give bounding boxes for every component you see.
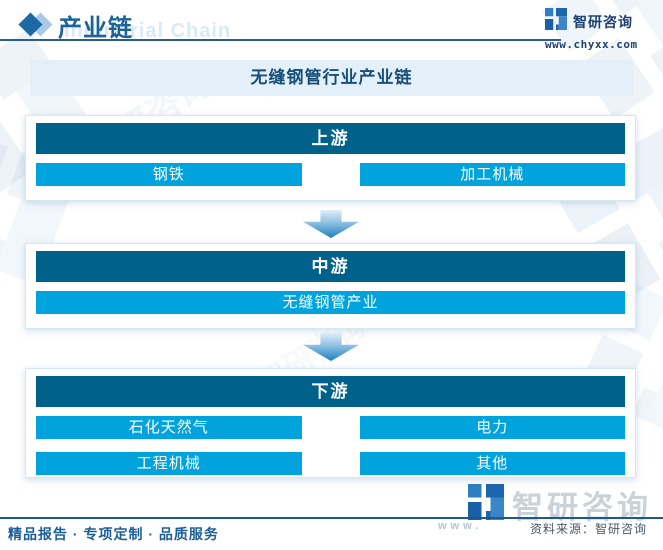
- down-arrow-icon: [303, 210, 359, 238]
- section-upstream: 上游 钢铁 加工机械: [25, 115, 636, 201]
- header-watermark-text: Industrial Chain: [64, 20, 232, 42]
- node-steel: 钢铁: [36, 163, 302, 186]
- section-midstream-header: 中游: [36, 251, 625, 282]
- node-others: 其他: [359, 452, 625, 475]
- page-title: 产业链: [58, 15, 133, 42]
- node-electric-power: 电力: [359, 416, 625, 439]
- brand-name: 智研咨询: [573, 13, 633, 30]
- brand-website: www.chyxx.com: [545, 38, 638, 51]
- section-downstream: 下游 石化天然气 电力 工程机械 其他: [25, 368, 636, 478]
- section-midstream: 中游 无缝钢管产业: [25, 243, 636, 329]
- down-arrow-icon: [303, 333, 359, 361]
- section-upstream-header: 上游: [36, 123, 625, 154]
- header-divider: [0, 39, 561, 41]
- footer-site-watermark: www.: [438, 520, 483, 532]
- page-header: Industrial Chain 产业链 智研咨询 www.chyxx.com: [0, 0, 663, 51]
- bottom-brand-watermark-text: 智研咨询: [512, 490, 652, 525]
- source-note: 资料来源：智研咨询: [529, 522, 647, 536]
- brand-logo-icon: [545, 8, 567, 35]
- section-downstream-header: 下游: [36, 376, 625, 407]
- bottom-brand-watermark: 智研咨询: [468, 482, 652, 527]
- brand-block: 智研咨询 www.chyxx.com: [545, 8, 655, 51]
- diamond-icon: [18, 12, 54, 38]
- node-processing-machinery: 加工机械: [359, 163, 625, 186]
- footer-slogan: 精品报告 · 专项定制 · 品质服务: [8, 526, 219, 542]
- node-seamless-steel-pipe-industry: 无缝钢管产业: [36, 291, 625, 314]
- node-engineering-machinery: 工程机械: [36, 452, 302, 475]
- footer-divider: [0, 517, 663, 519]
- diagram-title: 无缝钢管行业产业链: [30, 60, 633, 96]
- node-petrochemical-natural-gas: 石化天然气: [36, 416, 302, 439]
